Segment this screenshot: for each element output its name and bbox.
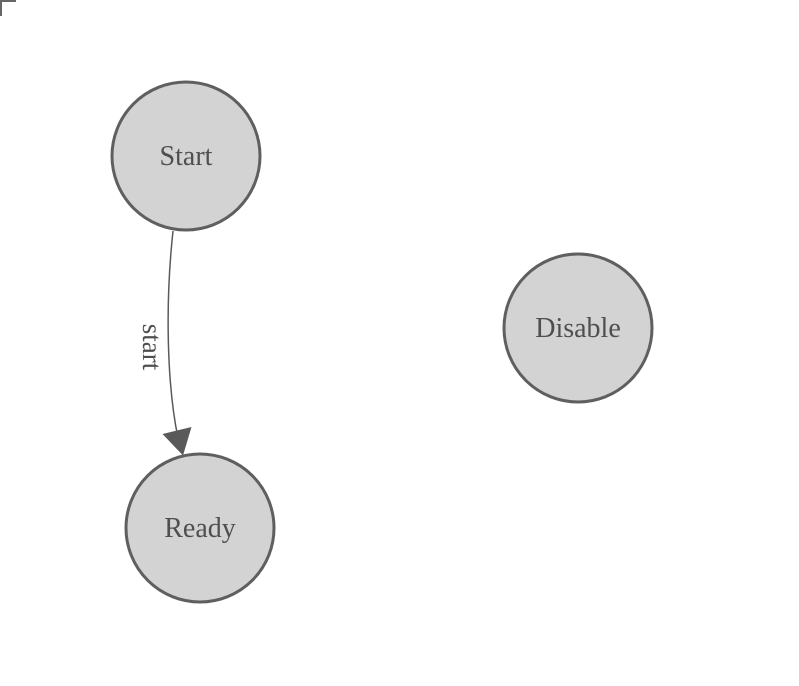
node-disable[interactable]: Disable: [502, 252, 654, 404]
edge-label-start: start: [137, 324, 167, 371]
node-ready[interactable]: Ready: [124, 452, 276, 604]
node-ready-circle[interactable]: [124, 452, 276, 604]
node-start-circle[interactable]: [110, 80, 262, 232]
canvas-origin-corner-mark: [0, 0, 16, 16]
edge-start-to-ready[interactable]: start: [137, 230, 192, 456]
arrowhead-icon: [162, 427, 192, 456]
edge-start-to-ready-wire[interactable]: [167, 230, 179, 439]
node-start[interactable]: Start: [110, 80, 262, 232]
node-disable-circle[interactable]: [502, 252, 654, 404]
